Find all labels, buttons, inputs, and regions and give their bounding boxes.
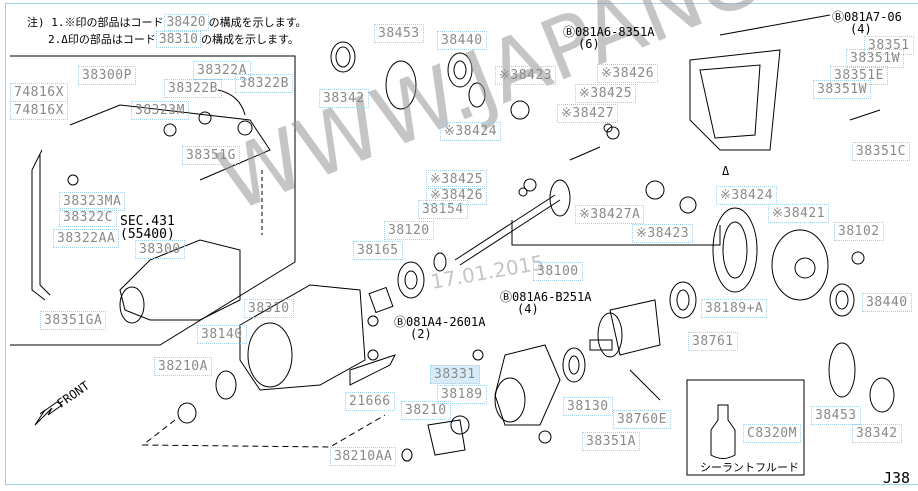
subassembly-frame	[10, 55, 296, 346]
note-code-link[interactable]: 38310	[155, 31, 202, 48]
part-label[interactable]: ※38423	[632, 224, 694, 243]
part-label[interactable]: ※38424	[716, 186, 778, 205]
part-label[interactable]: ※38427A	[575, 205, 645, 224]
part-label[interactable]: 38189	[437, 385, 487, 404]
part-label[interactable]: 74816X	[10, 101, 68, 120]
part-label[interactable]: 38300P	[78, 66, 136, 85]
part-label[interactable]: 38323M	[131, 101, 189, 120]
page-code: J38	[883, 469, 911, 487]
part-label[interactable]: 38322AA	[53, 229, 120, 248]
part-label[interactable]: ※38424	[440, 122, 502, 141]
bolt-quantity: (6)	[578, 37, 600, 51]
bolt-callout[interactable]: Ⓑ081A6-8351A	[563, 25, 655, 39]
part-label[interactable]: ※38427	[557, 104, 619, 123]
part-label[interactable]: C8320M	[743, 424, 801, 443]
part-label[interactable]: 38760E	[613, 410, 671, 429]
part-label[interactable]: 38120	[384, 221, 434, 240]
part-label[interactable]: 38322C	[59, 208, 117, 227]
part-label[interactable]: 38165	[353, 241, 403, 260]
part-label[interactable]: ※38421	[768, 204, 830, 223]
bolt-callout[interactable]: Ⓑ081A7-06	[832, 10, 902, 24]
part-label[interactable]: 38100	[533, 262, 583, 281]
part-label[interactable]: 38154	[418, 200, 468, 219]
part-label[interactable]: 38453	[374, 24, 424, 43]
part-label[interactable]: 38210AA	[330, 447, 397, 466]
part-label[interactable]: 21666	[345, 392, 395, 411]
note-text: 2.Δ印の部品はコード	[48, 33, 156, 46]
diagram-frame	[5, 3, 918, 485]
note-code-link[interactable]: 38420	[163, 14, 209, 31]
part-label[interactable]: ※38426	[597, 64, 659, 83]
part-label[interactable]: 38351G	[182, 146, 240, 165]
part-label[interactable]: 38342	[319, 89, 369, 108]
part-label[interactable]: ※38423	[495, 66, 557, 85]
part-label[interactable]: 38210A	[154, 357, 212, 376]
section-ref-code: (55400)	[120, 227, 175, 242]
part-label[interactable]: 38102	[834, 222, 884, 241]
part-label[interactable]: 38351A	[582, 432, 640, 451]
part-label[interactable]: 38351GA	[40, 311, 107, 330]
part-label[interactable]: 38130	[563, 397, 613, 416]
note-text: の構成を示します。	[208, 16, 307, 29]
part-label[interactable]: 38322B	[235, 74, 293, 93]
part-label[interactable]: ※38425	[426, 170, 488, 189]
bolt-quantity: (4)	[850, 22, 872, 36]
part-label[interactable]: 38351W	[846, 49, 904, 68]
part-label[interactable]: 38453	[811, 406, 861, 425]
bolt-quantity: (2)	[410, 327, 432, 341]
part-label[interactable]: 38322B	[164, 79, 222, 98]
part-label[interactable]: 38440	[862, 293, 912, 312]
part-label[interactable]: 38351W	[813, 80, 871, 99]
part-label[interactable]: 38210	[401, 401, 451, 420]
note-text: 注) 1.※印の部品はコード	[27, 16, 164, 29]
part-label[interactable]: 38189+A	[701, 299, 768, 318]
part-label[interactable]: 38342	[852, 424, 902, 443]
bolt-callout[interactable]: Ⓑ081A4-2601A	[394, 315, 486, 329]
part-label-selected[interactable]: 38331	[430, 365, 480, 384]
part-label[interactable]: 38310	[244, 299, 294, 318]
part-label[interactable]: ※38425	[575, 84, 637, 103]
part-label[interactable]: 38300	[135, 240, 185, 259]
bolt-quantity: (4)	[517, 302, 539, 316]
part-label[interactable]: 38761	[688, 332, 738, 351]
part-label[interactable]: 38322A	[193, 61, 251, 80]
sealant-caption: シーラントフルード	[700, 461, 799, 474]
part-label[interactable]: 38351C	[852, 142, 910, 161]
note-text: の構成を示します。	[201, 33, 299, 46]
delta-mark: Δ	[722, 164, 730, 178]
bolt-callout[interactable]: Ⓑ081A6-B251A	[500, 290, 592, 304]
part-label[interactable]: 74816X	[10, 83, 68, 102]
sealant-box	[686, 379, 805, 476]
part-label[interactable]: 38323MA	[59, 192, 126, 211]
part-label[interactable]: ※38426	[426, 186, 488, 205]
part-label[interactable]: 38440	[437, 31, 487, 50]
part-label[interactable]: 38351E	[830, 66, 888, 85]
part-label[interactable]: 38140	[197, 325, 247, 344]
section-ref[interactable]: SEC.431	[120, 214, 175, 229]
